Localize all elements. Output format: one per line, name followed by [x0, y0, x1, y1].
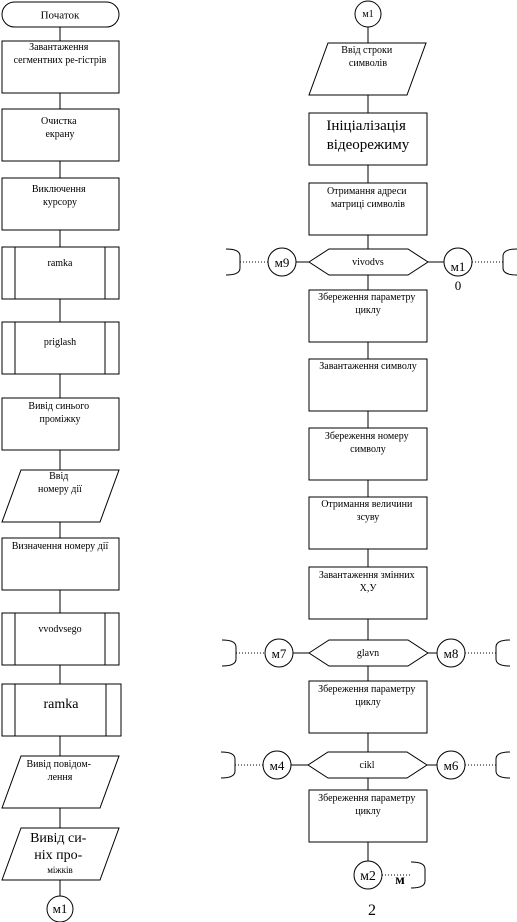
left-bracket [225, 248, 241, 276]
connector-stub-label: м [395, 873, 405, 888]
glavn-loop-row: м7 glavn м8 [221, 638, 511, 668]
connector-label-overflow: 0 [455, 278, 462, 293]
block-text: ramka [44, 697, 80, 712]
priglash-subroutine-block: priglash [1, 321, 120, 375]
block-text: Збереження параметру циклу [318, 793, 418, 817]
connector-m1-bottom: м1 [46, 895, 74, 922]
cursor-off-block: Виключення курсору [1, 177, 120, 231]
block-text: Завантаження змінних Х,У [319, 570, 417, 594]
clear-screen-block: Очистка екрану [1, 108, 120, 162]
block-text: Вивід повідом- лення [26, 759, 93, 783]
left-bracket [220, 751, 236, 779]
input-action-number-block: Ввід номеру дії [1, 469, 120, 523]
right-bracket [410, 861, 426, 889]
block-text: Вивід синього проміжку [28, 401, 91, 425]
cikl-loop-row: м4 cikl м6 [220, 750, 511, 780]
block-text: Ініціалізація відеорежиму [326, 118, 409, 153]
save-loop-param-block-1: Збереження параметру циклу [308, 289, 428, 343]
message-output-block: Вивід повідом- лення [1, 755, 120, 809]
connector-label: м7 [272, 646, 287, 661]
save-symbol-number-block: Збереження номеру символу [308, 427, 428, 481]
blue-gaps-output-block: Вивід си- ніх про- міжків [1, 827, 120, 881]
determine-action-block: Визначення номеру дії [1, 537, 120, 591]
get-address-block: Отримання адреси матриці символів [308, 182, 428, 236]
block-text: cikl [360, 760, 375, 771]
start-terminator: Початок [1, 1, 120, 28]
block-text: glavn [357, 648, 379, 659]
right-bracket [495, 639, 511, 667]
block-text: Ввід номеру дії [38, 471, 82, 495]
ramka-subroutine-block: ramka [1, 246, 120, 300]
block-text: Очистка екрану [41, 116, 79, 140]
block-text: Завантаження символу [319, 361, 416, 372]
right-bracket [502, 248, 517, 276]
connector-label: м1 [53, 901, 68, 916]
save-loop-param-block-2: Збереження параметру циклу [308, 680, 428, 734]
vvodvsego-subroutine-block: vvodvsego [1, 612, 120, 666]
load-variables-block: Завантаження змінних Х,У [308, 566, 428, 620]
blue-gap-output-block: Вивід синього проміжку [1, 397, 120, 451]
block-text: ramka [48, 258, 74, 269]
left-bracket [221, 639, 237, 667]
block-text: Збереження номеру символу [325, 431, 411, 455]
connector-m2-bottom: м2 м [353, 860, 426, 890]
block-text: Ввід строки символів [341, 45, 394, 69]
block-text: vvodvsego [38, 624, 81, 635]
block-text: priglash [44, 337, 76, 348]
connector-label: м6 [444, 758, 459, 773]
connector-label: м9 [275, 255, 290, 270]
get-shift-block: Отримання величини зсуву [308, 496, 428, 550]
load-symbol-block: Завантаження символу [308, 358, 428, 412]
connector-label: м4 [270, 758, 285, 773]
block-text: Збереження параметру циклу [318, 684, 418, 708]
page-number: 2 [368, 902, 376, 919]
right-bracket [495, 751, 511, 779]
input-string-block: Ввід строки символів [308, 42, 427, 96]
ramka-subroutine-block-2: ramka [1, 683, 122, 737]
block-text: vivodvs [352, 257, 384, 268]
block-text: Визначення номеру дії [12, 541, 109, 552]
connector-label: м1 [451, 259, 466, 274]
save-loop-param-block-3: Збереження параметру циклу [308, 789, 428, 843]
block-text: Отримання величини зсуву [321, 499, 415, 523]
vivodvs-loop-row: м9 vivodvs м1 0 [225, 247, 517, 293]
connector-label: м8 [444, 646, 459, 661]
connector-m1-top: м1 [354, 0, 382, 28]
start-label: Початок [41, 10, 80, 22]
block-text: Отримання адреси матриці символів [327, 186, 409, 210]
block-text: Вивід си- ніх про- міжків [30, 831, 90, 875]
load-segment-registers-block: Завантаження сегментних ре-гістрів [1, 40, 120, 94]
block-text: Збереження параметру циклу [318, 292, 418, 316]
init-video-mode-block: Ініціалізація відеорежиму [308, 112, 428, 166]
connector-label: м1 [362, 9, 373, 20]
block-text: Виключення курсору [32, 184, 88, 208]
connector-label: м2 [360, 869, 376, 884]
block-text: Завантаження сегментних ре-гістрів [14, 42, 107, 66]
